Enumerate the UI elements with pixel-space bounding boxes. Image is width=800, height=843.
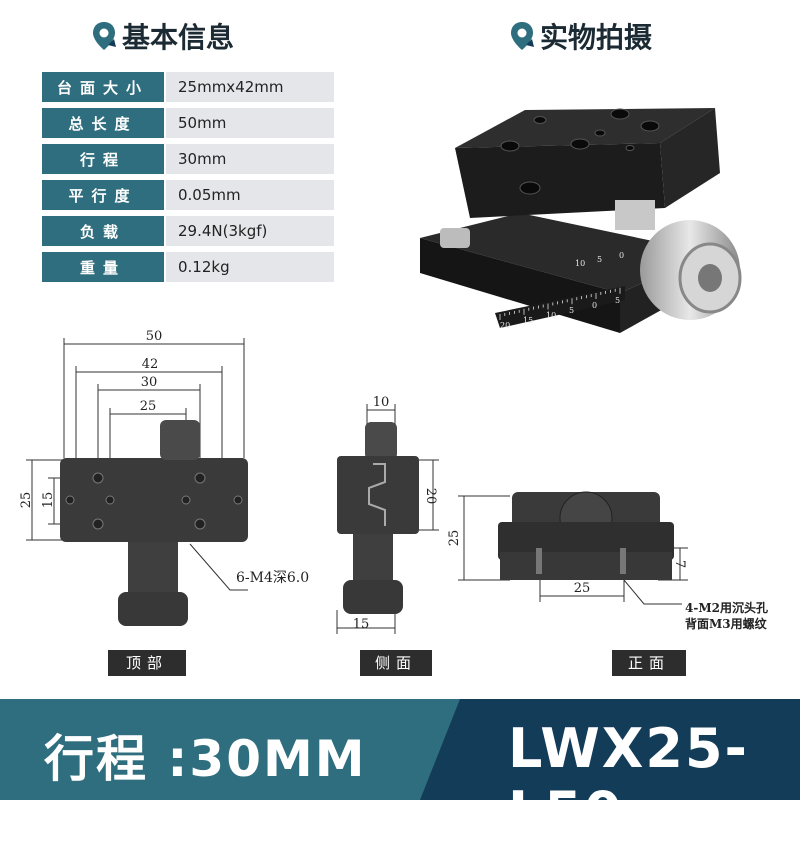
hole-note-line1: 4-M2用沉头孔 (685, 600, 768, 615)
model-number: LWX25-L50 (508, 717, 749, 843)
dim-h25: 25 (19, 492, 34, 509)
dim-20: 20 (423, 488, 438, 505)
caption-front: 正面 (612, 650, 686, 676)
dim-h15: 15 (41, 492, 56, 509)
scale-label: 10 (575, 259, 585, 268)
scale-label: 15 (523, 316, 533, 325)
location-pin-icon (93, 22, 116, 50)
dim-15: 15 (353, 617, 370, 632)
caption-side: 侧面 (360, 650, 432, 676)
section-title: 实物拍摄 (540, 21, 653, 54)
side-body (337, 456, 419, 534)
dim-25: 25 (140, 399, 157, 414)
footer-banner: 行程 :30MM LWX25-L50 (0, 699, 800, 843)
spec-key: 台面大小 (42, 72, 164, 102)
location-pin-icon (511, 22, 534, 50)
spec-value: 25mmx42mm (164, 72, 334, 102)
dim-42: 42 (142, 357, 159, 372)
scale-label: 20 (500, 321, 510, 330)
drawing-side-view: 10 20 15 (336, 395, 439, 634)
scale-label: 0 (619, 251, 624, 260)
spec-value: 50mm (164, 108, 334, 138)
spec-key: 负载 (42, 216, 164, 246)
dim-25-front: 25 (574, 581, 591, 596)
hole-note: 6-M4深6.0 (236, 570, 309, 586)
spec-value: 0.05mm (164, 180, 334, 210)
hole-note-line2: 背面M3用螺纹 (685, 616, 768, 631)
section-basic-info: 基本信息 (92, 16, 234, 56)
block-side (660, 108, 720, 208)
scale-label: 5 (597, 255, 602, 264)
dim-7: 7 (672, 560, 687, 568)
spec-key: 重量 (42, 252, 164, 282)
scale-label: 0 (592, 301, 597, 310)
dim-30: 30 (141, 375, 158, 390)
caption-top: 顶部 (108, 650, 186, 676)
lock-screw (440, 228, 470, 248)
spec-key: 总长度 (42, 108, 164, 138)
dim-10: 10 (373, 395, 390, 410)
base-top (420, 213, 710, 293)
spec-value: 0.12kg (164, 252, 334, 282)
scale-label: 10 (546, 311, 556, 320)
dim-50: 50 (146, 329, 163, 344)
top-body (60, 458, 248, 542)
block-top (455, 108, 715, 148)
section-title: 基本信息 (122, 21, 235, 54)
block-front (455, 143, 665, 218)
dim-h25-front: 25 (448, 530, 462, 547)
spec-value: 30mm (164, 144, 334, 174)
scale-label: 5 (615, 296, 620, 305)
drawing-top-view: 50 42 30 25 25 15 6-M4深6.0 (19, 329, 309, 626)
spec-key: 平行度 (42, 180, 164, 210)
spec-key: 行程 (42, 144, 164, 174)
product-photo: 10 5 0 20 15 10 5 0 5 (420, 108, 742, 333)
spec-value: 29.4N(3kgf) (164, 216, 334, 246)
stroke-label: 行程 :30MM (44, 730, 367, 788)
scale-label: 5 (569, 306, 574, 315)
section-photo: 实物拍摄 (510, 16, 652, 56)
drawing-front-view: 25 25 7 4-M2用沉头孔 背面M3用螺纹 (448, 491, 768, 631)
